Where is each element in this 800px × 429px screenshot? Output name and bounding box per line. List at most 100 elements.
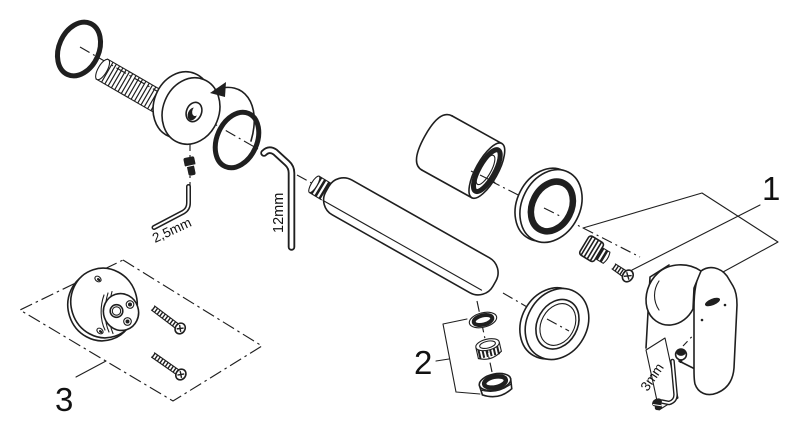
boss-hole-small-2 [123, 317, 132, 326]
plate-hole-bottom [96, 327, 104, 335]
boss-hole-small-1 [125, 300, 135, 309]
plate-hole-top-inner [97, 278, 101, 282]
mounting-kit: 3 [18, 259, 264, 418]
adapter-knurl [580, 235, 604, 263]
sleeve [415, 113, 506, 200]
nipple-outline [308, 175, 332, 201]
boss-hole-small-1-inner [128, 302, 132, 307]
part3-label: 3 [55, 381, 73, 418]
axis-overlay-ring-lower [546, 318, 570, 332]
allen-key-3mm-label: 3mm [638, 360, 667, 393]
screw-2-cross [177, 370, 185, 379]
insert-bottom [477, 350, 502, 360]
screw-1-thread [151, 306, 179, 329]
part2-bracket-tick [435, 358, 450, 362]
mounting-screw-1 [150, 305, 187, 335]
ring-lower-bore [535, 298, 580, 350]
boss-hole-large-inner [111, 306, 122, 316]
set-screw-seam [185, 164, 196, 168]
nut-seam [652, 403, 664, 407]
axis-main [79, 46, 259, 150]
housing-bottom [481, 387, 513, 398]
part1-label: 1 [762, 170, 780, 207]
washer-ring [471, 312, 495, 328]
plate-hole-bottom-inner [99, 330, 103, 334]
escutcheon-ring-lower [519, 287, 590, 361]
mounting-screw-2 [150, 352, 187, 381]
mounting-plate [67, 267, 140, 342]
part1-leader-lines [582, 192, 779, 273]
handle-screw [611, 263, 635, 283]
sleeve-back [415, 113, 453, 171]
adapter-front-bands [595, 247, 610, 263]
rotation-arrow [210, 82, 256, 142]
handle-dot-1 [723, 303, 727, 307]
aerator-insert [475, 338, 502, 360]
flange-hole-inner [192, 105, 200, 117]
sleeve-rim [470, 147, 503, 195]
allen-key-12mm [260, 146, 296, 251]
handle-slot [704, 297, 721, 307]
allen-key-3mm-core [660, 360, 677, 404]
wall-union-flange [152, 70, 221, 146]
thread-pattern [97, 60, 170, 115]
ball-screw-outline [674, 348, 688, 361]
axis-overlay-sleeve [479, 174, 497, 184]
part2-bracket [435, 318, 481, 395]
allen-key-2-5mm [151, 184, 191, 230]
sleeve-sides [421, 115, 503, 199]
handle-screw-thread [611, 263, 627, 277]
sleeve-bore [475, 154, 496, 186]
handle-hub [645, 264, 702, 326]
adapter-front-outline [594, 246, 611, 264]
axis-overlay-ring-upper [543, 207, 563, 218]
cartridge-adapter [578, 235, 611, 264]
screw-2-thread [151, 352, 180, 375]
spout-crease [322, 199, 483, 291]
axis-main-2 [296, 174, 318, 187]
axis-overlays [479, 174, 570, 332]
aerator-housing [478, 372, 513, 398]
handle-screw-cross [623, 271, 632, 280]
spout-body [322, 177, 499, 296]
set-screw [183, 156, 196, 176]
plate-hole-top [94, 275, 102, 283]
screw-1-cross [176, 324, 184, 332]
o-ring-flange [212, 109, 262, 171]
allen-key-3mm [659, 358, 678, 406]
nipple-end [308, 175, 321, 194]
handle-dot-2 [700, 318, 704, 322]
o-ring-outer [54, 19, 104, 79]
allen-key-12mm-core [262, 148, 294, 249]
mounting-kit-boundary [18, 259, 264, 402]
axis-aerator [476, 300, 493, 373]
set-screw-body [187, 164, 196, 176]
rotation-arrow-head [210, 82, 226, 97]
spout [322, 177, 499, 296]
handle-hub-detail [653, 280, 660, 311]
part3-leader [75, 360, 107, 378]
screw-1-shaft [150, 305, 180, 329]
insert-sides [475, 341, 502, 360]
handle-ball-screw [674, 348, 688, 363]
boss-hole-small-2-inner [125, 319, 130, 324]
housing-rim [481, 374, 509, 390]
part1-leader-b [631, 204, 761, 271]
lever-handle [645, 264, 738, 396]
ring-upper-bore [527, 178, 577, 235]
ball-screw-cap [676, 349, 686, 356]
handle-paddle [693, 266, 738, 396]
ring-lower-face [524, 287, 590, 361]
insert-top-inner [479, 340, 496, 349]
allen-key-12mm-label: 12mm [271, 193, 287, 233]
ring-lower-bore-inner [539, 303, 577, 346]
allen-key-2-5mm-core [153, 185, 190, 229]
housing-seam [480, 383, 512, 392]
screw-2-shaft [150, 352, 180, 375]
body-end [95, 58, 111, 81]
boss-hole-large [109, 303, 124, 319]
aerator-washer [468, 311, 498, 329]
handle-key-nut [652, 398, 664, 411]
